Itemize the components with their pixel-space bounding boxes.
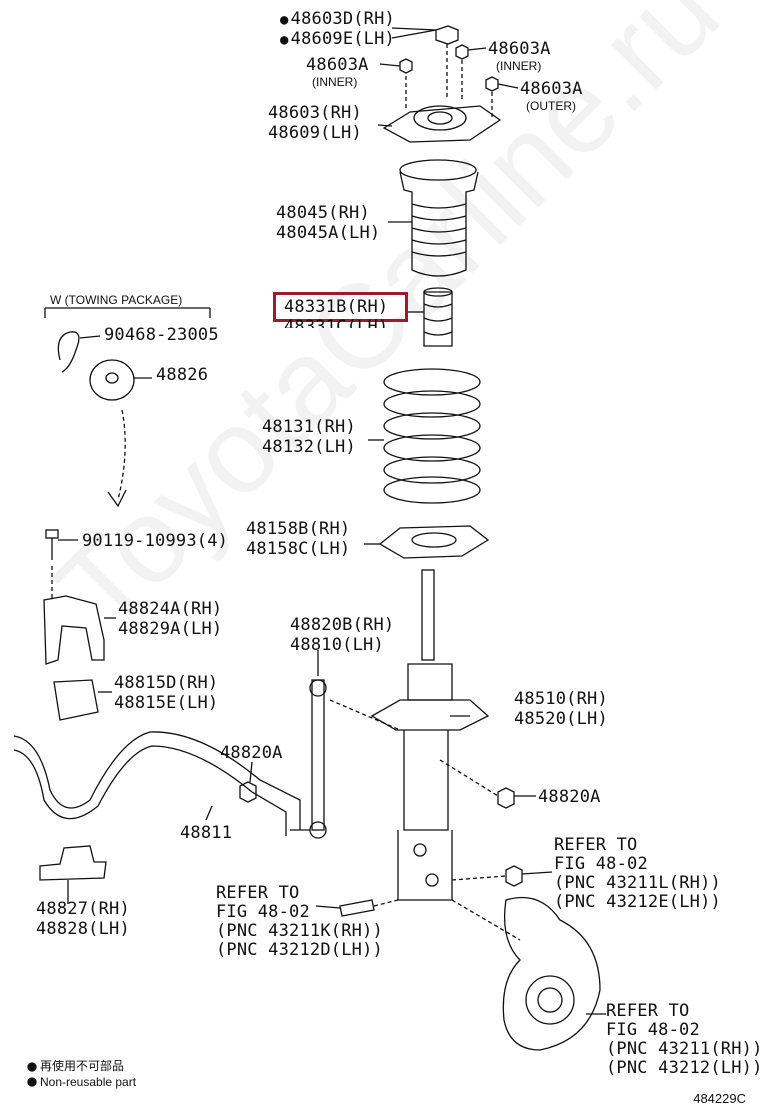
stabilizer-link — [311, 679, 325, 831]
nut-icon — [435, 25, 459, 45]
label-48826[interactable]: 48826 — [156, 365, 209, 385]
label-48609e[interactable]: 48609E(LH) — [280, 30, 395, 50]
bolt-icon — [339, 899, 375, 917]
label-48131[interactable]: 48131(RH) — [262, 417, 356, 437]
washer-icon — [89, 359, 135, 401]
figure-id: 484229C — [693, 1091, 746, 1106]
label-48820b[interactable]: 48820B(RH) — [290, 615, 395, 635]
refer-3-line-3: (PNC 43211(RH)) — [606, 1039, 760, 1059]
strut-mount — [382, 105, 502, 143]
refer-1-line-3: (PNC 43211L(RH)) — [554, 873, 721, 893]
refer-3-line-1[interactable]: REFER TO — [606, 1001, 690, 1021]
label-48603a-inner-left[interactable]: 48603A — [306, 55, 369, 75]
steering-knuckle — [502, 896, 601, 1051]
towing-package-title: W (TOWING PACKAGE) — [50, 293, 183, 307]
label-48132[interactable]: 48132(LH) — [262, 437, 356, 457]
spring-seat — [378, 525, 490, 559]
legend-chinese: 再使用不可部品 — [40, 1059, 125, 1073]
label-90119[interactable]: 90119-10993(4) — [82, 531, 229, 551]
label-48603a-inner-right[interactable]: 48603A — [488, 39, 551, 59]
label-48603d[interactable]: 48603D(RH) — [280, 10, 395, 30]
label-48828[interactable]: 48828(LH) — [36, 919, 130, 939]
strut-body — [403, 730, 449, 831]
bushing-icon — [53, 679, 99, 721]
note-outer: (OUTER) — [526, 99, 576, 113]
coil-spring — [383, 368, 481, 504]
label-48609[interactable]: 48609(LH) — [268, 123, 362, 143]
label-48331b[interactable]: 48331B(RH) — [284, 297, 389, 317]
label-48820a-left[interactable]: 48820A — [220, 743, 283, 763]
bullet-icon — [27, 1077, 37, 1087]
label-48603a-outer[interactable]: 48603A — [520, 79, 583, 99]
refer-3-line-4: (PNC 43212(LH)) — [606, 1058, 760, 1078]
clip-icon — [57, 331, 80, 373]
bracket-icon — [43, 595, 105, 665]
bullet-icon — [27, 1062, 37, 1072]
label-48829a[interactable]: 48829A(LH) — [118, 619, 223, 639]
nut-icon — [399, 58, 413, 74]
refer-1-line-1[interactable]: REFER TO — [554, 835, 638, 855]
nut-icon — [505, 865, 523, 887]
note-inner-right: (INNER) — [496, 59, 542, 73]
nut-icon — [455, 44, 469, 60]
refer-3-line-2[interactable]: FIG 48-02 — [606, 1020, 700, 1040]
label-48827[interactable]: 48827(RH) — [36, 899, 130, 919]
label-48810[interactable]: 48810(LH) — [290, 635, 384, 655]
legend-english: Non-reusable part — [40, 1075, 137, 1089]
nut-icon — [497, 787, 515, 809]
label-90468[interactable]: 90468-23005 — [104, 325, 219, 345]
refer-2-line-4: (PNC 43212D(LH)) — [216, 940, 383, 960]
nut-icon — [239, 781, 257, 803]
refer-2-line-2[interactable]: FIG 48-02 — [216, 902, 310, 922]
highlighted-part-box — [273, 292, 408, 322]
label-48510[interactable]: 48510(RH) — [514, 689, 608, 709]
bolt-icon — [45, 529, 59, 539]
refer-2-line-1[interactable]: REFER TO — [216, 883, 300, 903]
refer-2-line-3: (PNC 43211K(RH)) — [216, 921, 383, 941]
label-48158b[interactable]: 48158B(RH) — [246, 519, 351, 539]
label-48045a[interactable]: 48045A(LH) — [276, 223, 381, 243]
strut-seat — [370, 699, 490, 731]
clamp-icon — [39, 845, 107, 881]
refer-1-line-4: (PNC 43212E(LH)) — [554, 892, 721, 912]
label-48158c[interactable]: 48158C(LH) — [246, 539, 351, 559]
label-48331c[interactable]: 48331C(LH) — [284, 318, 389, 328]
label-48820a-right[interactable]: 48820A — [538, 787, 601, 807]
label-48815d[interactable]: 48815D(RH) — [114, 673, 219, 693]
bump-stopper — [423, 291, 453, 347]
dust-boot — [399, 171, 479, 277]
label-48045[interactable]: 48045(RH) — [276, 203, 370, 223]
label-48603[interactable]: 48603(RH) — [268, 103, 362, 123]
note-inner-left: (INNER) — [312, 75, 358, 89]
strut-rod — [421, 569, 435, 661]
stabilizer-bar — [13, 731, 301, 830]
label-48520[interactable]: 48520(LH) — [514, 709, 608, 729]
refer-1-line-2[interactable]: FIG 48-02 — [554, 854, 648, 874]
label-48824a[interactable]: 48824A(RH) — [118, 599, 223, 619]
label-48811[interactable]: 48811 — [180, 823, 233, 843]
label-48815e[interactable]: 48815E(LH) — [114, 693, 219, 713]
nut-icon — [485, 76, 499, 92]
